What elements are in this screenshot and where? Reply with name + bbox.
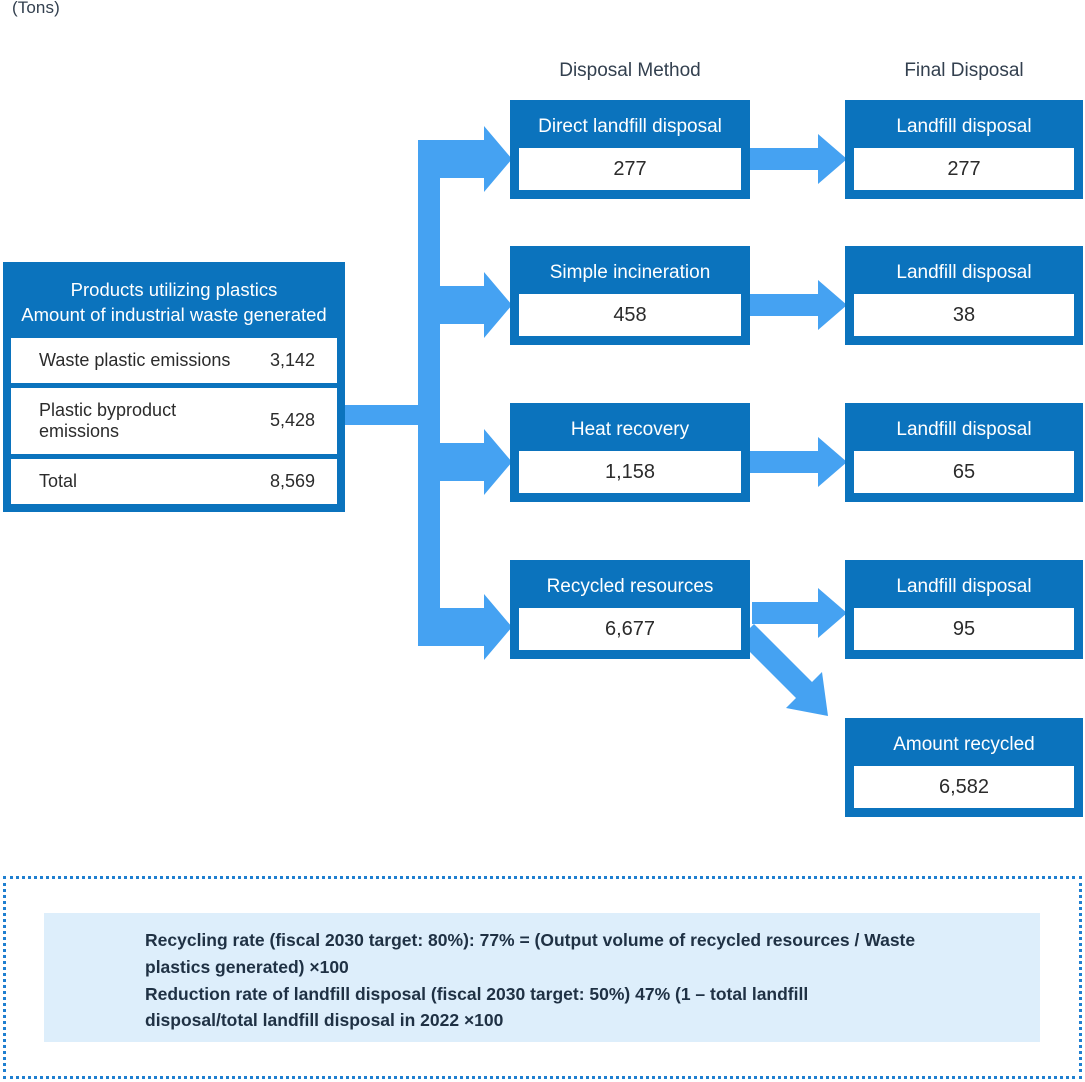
node-value: 277	[854, 148, 1074, 191]
node-final-landfill-disposal-1: Landfill disposal 277	[845, 100, 1083, 200]
note-line-3: Reduction rate of landfill disposal (fis…	[145, 983, 809, 1004]
node-final-landfill-disposal-3: Landfill disposal 65	[845, 403, 1083, 503]
node-simple-incineration: Simple incineration 458	[510, 246, 750, 346]
source-row-label: Waste plastic emissions	[39, 349, 231, 370]
node-recycled-resources: Recycled resources 6,677	[510, 560, 750, 660]
node-value: 458	[519, 294, 741, 337]
source-row-value: 3,142	[269, 349, 315, 370]
note-panel	[44, 913, 1040, 1042]
node-title: Direct landfill disposal	[538, 116, 722, 137]
node-value: 38	[854, 294, 1074, 337]
source-title-line1: Products utilizing plastics	[70, 279, 278, 300]
node-title: Amount recycled	[893, 734, 1035, 755]
node-title: Landfill disposal	[896, 576, 1032, 597]
source-row: Waste plastic emissions 3,142	[11, 337, 337, 383]
node-value: 277	[519, 148, 741, 191]
node-title: Landfill disposal	[896, 116, 1032, 137]
column-header-disposal-method: Disposal Method	[559, 60, 701, 81]
unit-label: (Tons)	[12, 0, 60, 17]
node-heat-recovery: Heat recovery 1,158	[510, 403, 750, 503]
note-dotted-frame	[3, 876, 1082, 1079]
source-row-label: Plastic byproduct emissions	[39, 399, 177, 441]
node-final-landfill-disposal-2: Landfill disposal 38	[845, 246, 1083, 346]
node-value: 1,158	[519, 451, 741, 494]
node-title: Landfill disposal	[896, 419, 1032, 440]
note-line-1: Recycling rate (fiscal 2030 target: 80%)…	[145, 930, 916, 950]
source-row: Total 8,569	[11, 458, 337, 504]
node-title: Simple incineration	[549, 262, 711, 283]
node-value: 6,677	[519, 608, 741, 651]
node-value: 95	[854, 608, 1074, 651]
node-value: 65	[854, 451, 1074, 494]
note-text: Recycling rate (fiscal 2030 target: 80%)…	[145, 927, 955, 1034]
node-amount-recycled: Amount recycled 6,582	[845, 718, 1083, 818]
source-row-value: 5,428	[269, 410, 315, 431]
source-box: Products utilizing plastics Amount of in…	[3, 262, 345, 512]
source-box-title: Products utilizing plastics Amount of in…	[11, 270, 337, 338]
source-row-value: 8,569	[269, 470, 315, 491]
column-header-final-disposal: Final Disposal	[904, 60, 1024, 81]
node-final-landfill-disposal-4: Landfill disposal 95	[845, 560, 1083, 660]
node-title: Recycled resources	[546, 576, 714, 597]
node-value: 6,582	[854, 766, 1074, 809]
note-line-2: plastics generated) ×100	[145, 956, 349, 977]
source-row: Plastic byproduct emissions 5,428	[11, 387, 337, 454]
source-row-label: Total	[39, 470, 78, 491]
note-line-4: disposal/total landfill disposal in 2022…	[145, 1010, 504, 1031]
node-direct-landfill-disposal: Direct landfill disposal 277	[510, 100, 750, 200]
source-title-line2: Amount of industrial waste generated	[21, 303, 327, 325]
node-title: Landfill disposal	[896, 262, 1032, 283]
node-title: Heat recovery	[570, 419, 690, 440]
